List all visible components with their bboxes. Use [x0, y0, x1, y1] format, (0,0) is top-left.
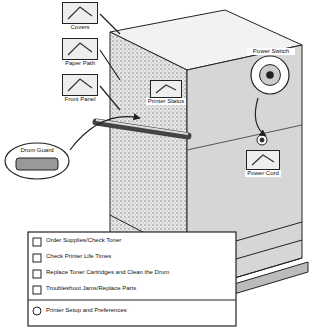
icon-caption: Front Panel [61, 96, 99, 103]
callout-oval: Drum Guard [4, 142, 70, 180]
callout-circle: Power Switch [247, 48, 295, 95]
icon [62, 2, 98, 24]
icon-tile: Paper Path [61, 38, 99, 67]
callout-label: Power Switch [247, 48, 295, 55]
icon [62, 38, 98, 60]
icon-caption: Covers [61, 24, 99, 31]
menu-item: Troubleshoot Jams/Replace Parts [46, 285, 136, 292]
icon [246, 150, 280, 170]
menu-item: Check Printer Life Times [46, 253, 111, 260]
menu-item: Order Supplies/Check Toner [46, 237, 121, 244]
switch-icon [247, 55, 293, 95]
icon-caption: Paper Path [61, 60, 99, 67]
icon [150, 80, 182, 98]
roller [96, 120, 188, 136]
icon-tile: Power Cord [245, 150, 281, 177]
icon [62, 74, 98, 96]
menu-item: Printer Setup and Preferences [46, 307, 127, 314]
callout-label: Drum Guard [19, 147, 54, 154]
icon-caption: Power Cord [245, 170, 281, 177]
leader-lines [70, 14, 266, 150]
menu-item: Replace Toner Cartridges and Clean the D… [46, 269, 169, 276]
icon-caption: Printer Status [146, 98, 186, 105]
menu-panel [28, 232, 236, 326]
icon-tile: Printer Status [146, 80, 186, 105]
icon-tile: Front Panel [61, 74, 99, 103]
icon-tile: Covers [61, 2, 99, 31]
